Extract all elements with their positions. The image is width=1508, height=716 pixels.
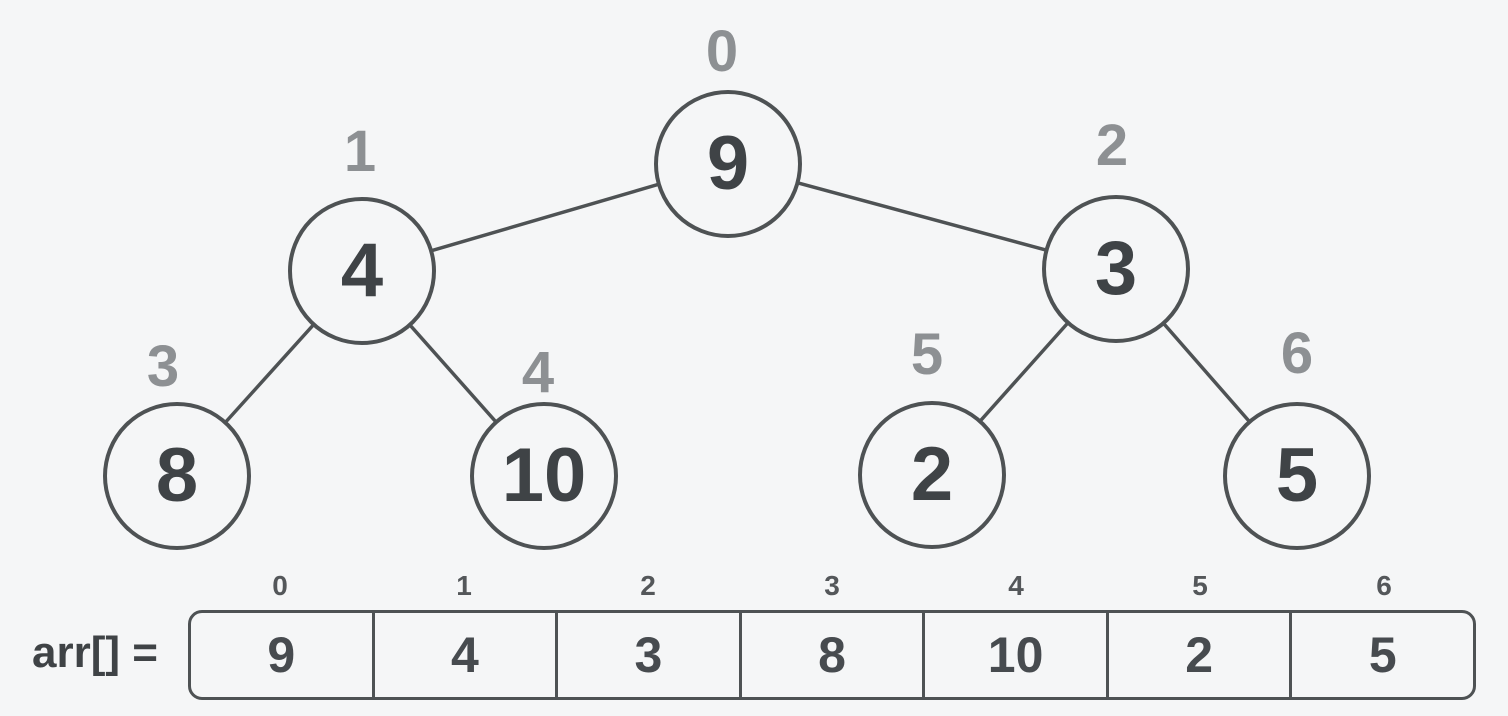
tree-node-index-label: 1 [343, 119, 377, 184]
array-cell: 10 [925, 613, 1109, 697]
array-cell: 5 [1292, 613, 1473, 697]
array-cell-value: 8 [818, 627, 846, 683]
tree-node: 3 [1042, 195, 1190, 343]
array-cell-value: 4 [450, 627, 479, 683]
array-cell-value: 10 [987, 627, 1044, 683]
tree-node: 10 [470, 402, 618, 550]
tree-node: 2 [858, 401, 1006, 549]
tree-node-value: 8 [155, 433, 199, 518]
array-cell: 2 [1109, 613, 1293, 697]
tree-node: 9 [654, 90, 802, 238]
tree-node-index-label: 4 [521, 340, 555, 405]
array-cell: 3 [558, 613, 742, 697]
array-index-label: 2 [640, 570, 656, 601]
array-cell: 9 [191, 613, 375, 697]
array-index-label: 1 [456, 570, 472, 601]
array-cell-value: 9 [267, 627, 296, 683]
tree-node-index-label: 6 [1280, 321, 1314, 386]
tree-node-value: 5 [1275, 433, 1319, 518]
array-cell-value: 2 [1185, 627, 1214, 683]
array-label: arr[] = [32, 628, 158, 677]
array-index-row: 0 1 2 3 4 5 6 [188, 572, 1476, 600]
tree-node-value: 10 [501, 433, 587, 518]
array-box: 9 4 3 8 10 2 5 [188, 610, 1476, 700]
array-cell-value: 3 [634, 627, 663, 683]
tree-node-index-label: 0 [705, 19, 739, 84]
tree-node: 8 [103, 402, 251, 550]
array-index-label: 4 [1008, 570, 1024, 601]
tree-node: 5 [1223, 402, 1371, 550]
tree-node-index-label: 2 [1095, 113, 1129, 178]
tree-node-value: 4 [340, 228, 384, 313]
array-cell: 8 [742, 613, 926, 697]
array-cell-value: 5 [1368, 627, 1397, 683]
array-index-label: 6 [1376, 570, 1392, 601]
array-cell: 4 [375, 613, 559, 697]
tree-node: 4 [288, 197, 436, 345]
tree-node-value: 3 [1094, 226, 1138, 311]
tree-node-value: 2 [910, 432, 954, 517]
array-index-label: 5 [1192, 570, 1208, 601]
tree-node-index-label: 5 [910, 322, 944, 387]
tree-node-value: 9 [706, 121, 750, 206]
array-index-label: 3 [824, 570, 840, 601]
tree-node-index-label: 3 [146, 334, 180, 399]
array-index-label: 0 [272, 570, 288, 601]
